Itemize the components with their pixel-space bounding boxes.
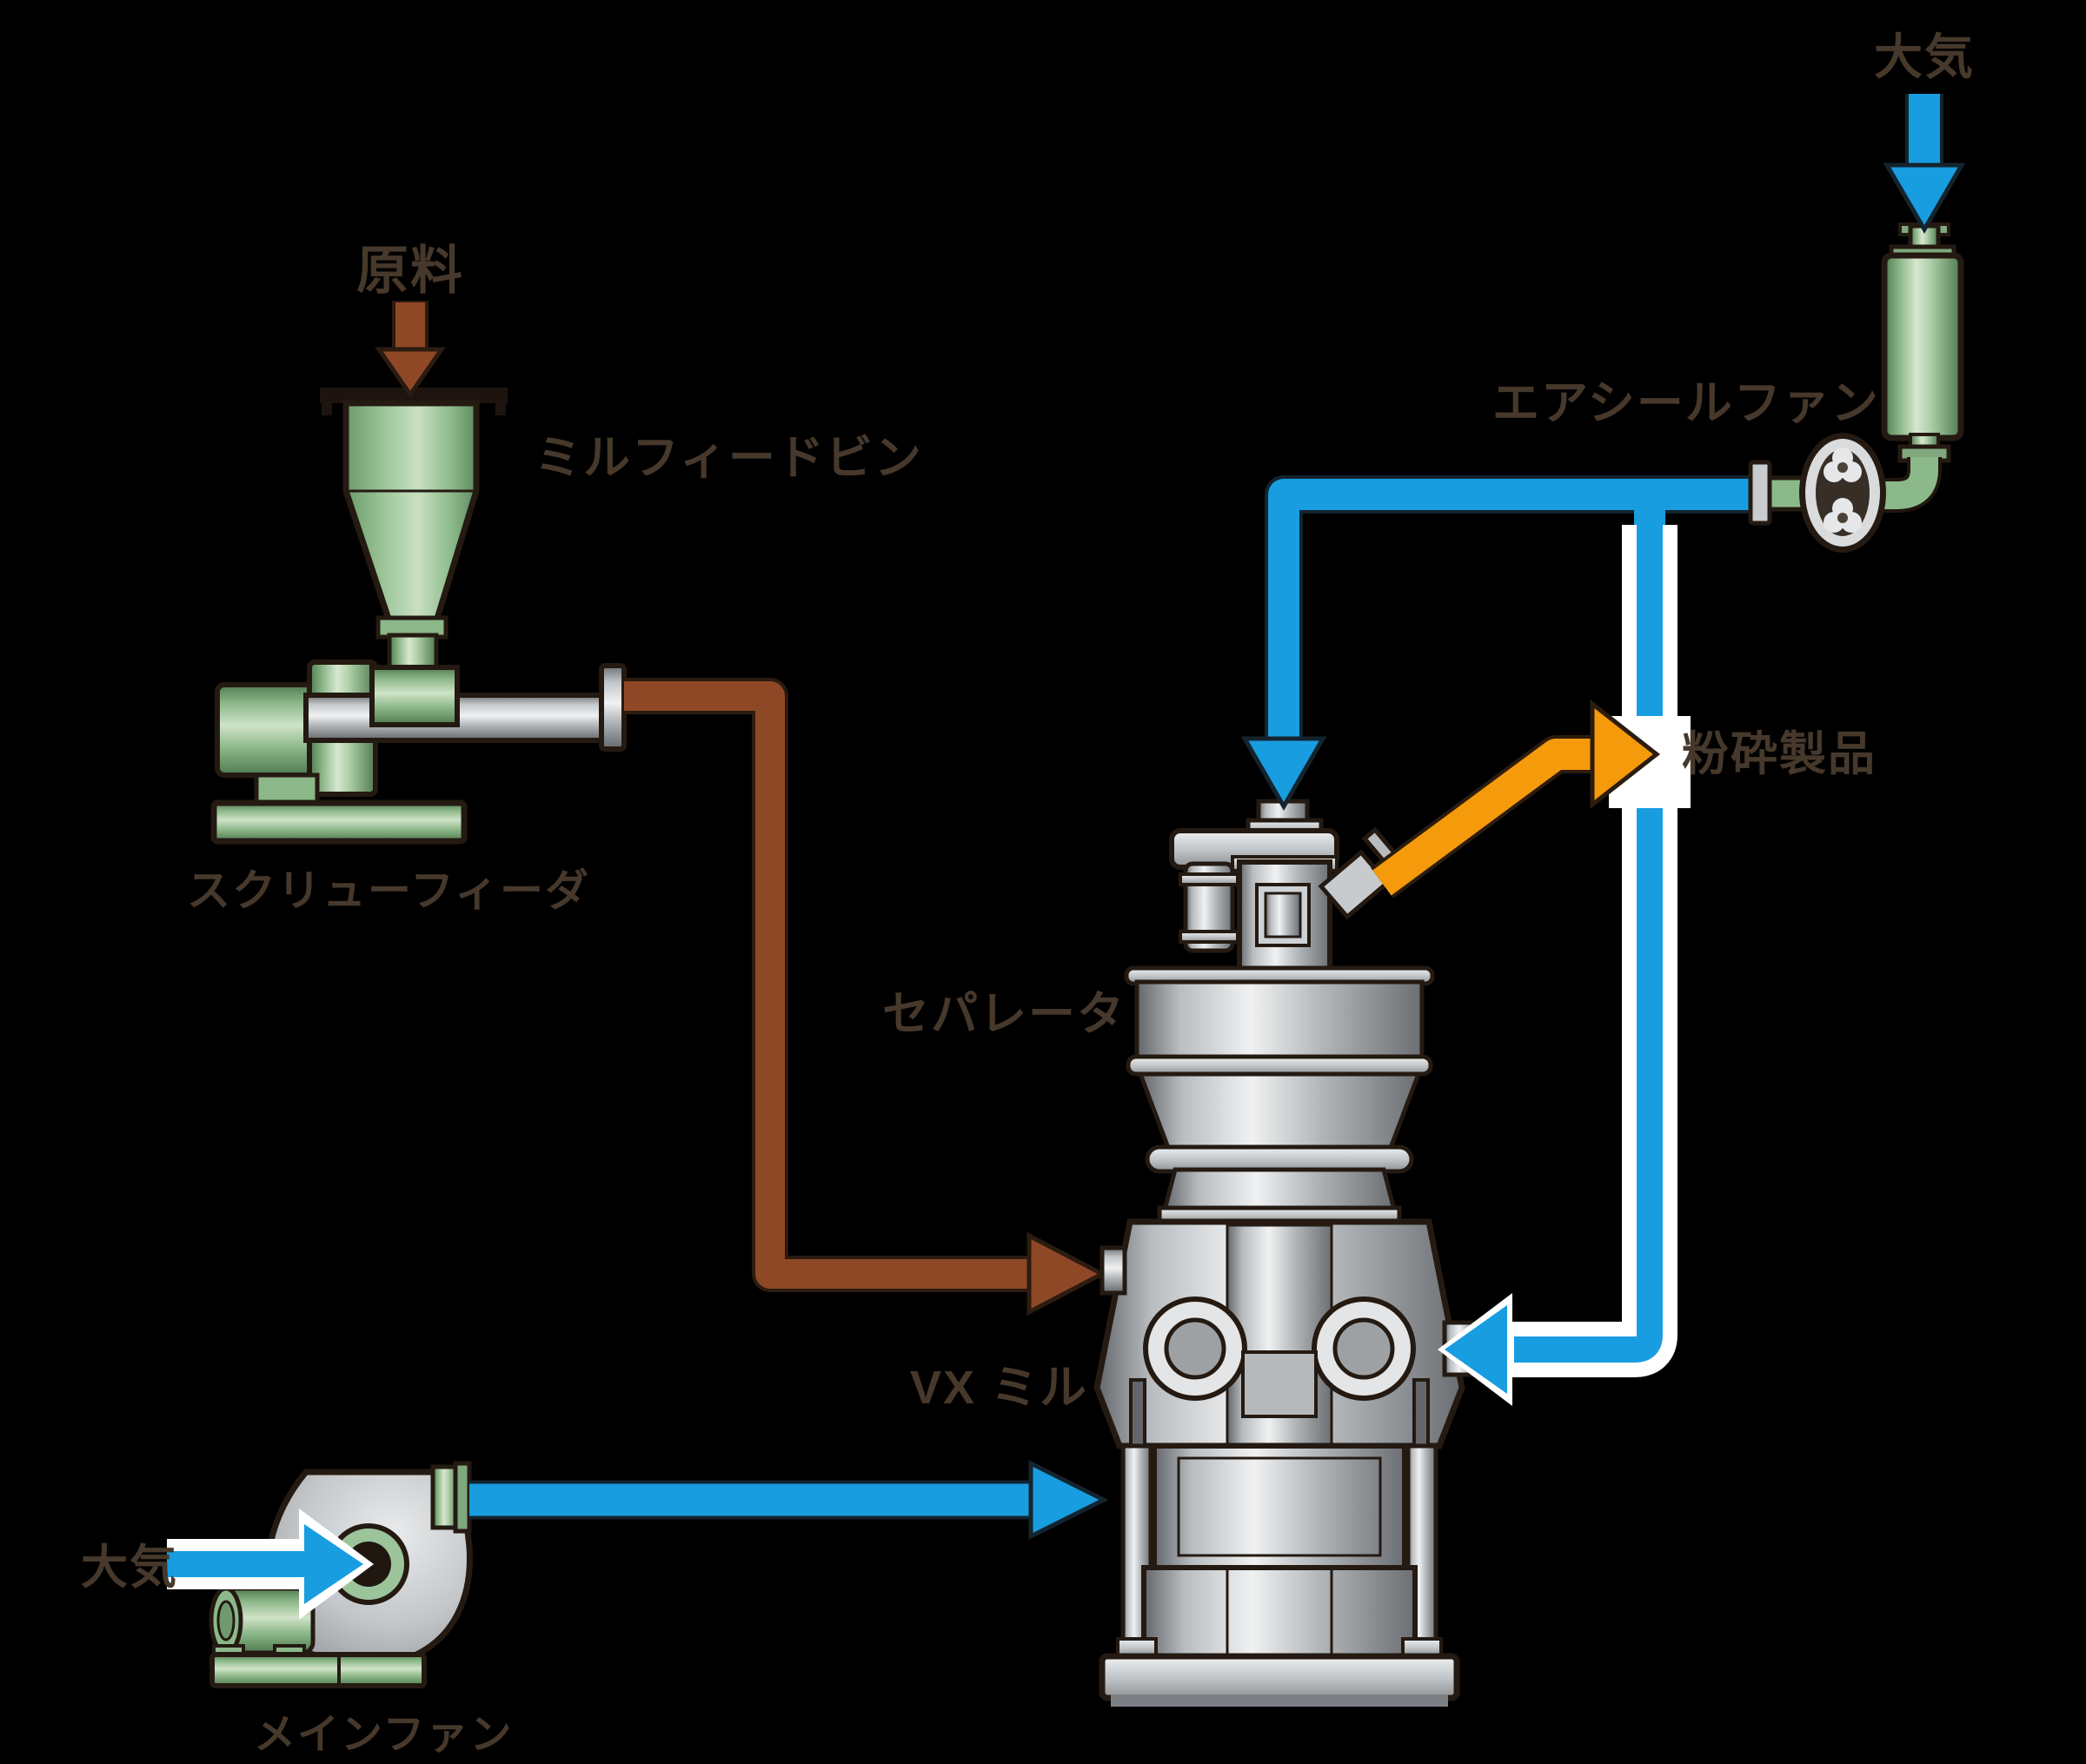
mill-base-shadow [1111, 1694, 1448, 1707]
feed-arrow-icon [1026, 1231, 1107, 1316]
diagram-labels: 原料 ミルフィードビン スクリューフィーダ セパレータ VX ミル メインファン… [81, 30, 1975, 1758]
mill-rod-left [1129, 1378, 1146, 1451]
mill-feed-bin [320, 388, 508, 678]
mill-base [1099, 1653, 1460, 1701]
separator-drum-ring [1126, 1054, 1433, 1077]
seal-air-branch [1438, 495, 1691, 1406]
product-outlet-nozzle [1318, 849, 1391, 920]
atmosphere-inlet-top [1883, 94, 1966, 234]
separator-and-mill [1093, 799, 1484, 1707]
label-separator: セパレータ [882, 988, 1126, 1040]
mill-roller-right-hub [1332, 1317, 1395, 1380]
product-pipe [1372, 739, 1596, 896]
label-pulverized-product: 粉砕製品 [1682, 728, 1877, 780]
feeder-motor [215, 682, 316, 778]
seal-pipe-white-outline [1510, 525, 1677, 1377]
column-window-inner [1264, 892, 1302, 938]
product-flow [1370, 699, 1661, 899]
separator-drum-upper [1134, 979, 1425, 1061]
mill-neck-cone [1161, 1167, 1398, 1212]
mill-air-arrow-icon [1028, 1459, 1109, 1541]
seal-arrow-icon [1445, 1305, 1507, 1394]
atmosphere-inlet-bottom [167, 1509, 374, 1620]
seal-pipe-core [1514, 525, 1663, 1363]
label-raw-material: 原料 [356, 242, 464, 300]
air-pipe [1268, 479, 1752, 740]
fan-base [209, 1652, 427, 1688]
air-flow-to-mill [469, 1459, 1109, 1541]
mill-lower-panel [1177, 1456, 1382, 1557]
separator-air-arrow-icon [1240, 736, 1327, 812]
separator-drum-lower [1137, 1071, 1422, 1155]
label-air-seal-fan: エアシールファン [1492, 377, 1880, 429]
screw-feeder [210, 660, 627, 845]
feeder-inlet-block [369, 665, 460, 727]
valve-rotor-top [1824, 448, 1862, 482]
pod-cap-bottom [1179, 930, 1239, 944]
label-mill-feed-bin: ミルフィードビン [535, 432, 923, 484]
label-atmosphere-top: 大気 [1874, 30, 1975, 84]
silencer-body [1881, 252, 1964, 441]
label-atmosphere-bottom: 大気 [81, 1542, 178, 1594]
fan-motor-endcap-inner [216, 1600, 236, 1641]
hopper-lid [320, 388, 508, 403]
label-vx-mill: VX ミル [910, 1362, 1088, 1414]
atm-arrow-icon [304, 1524, 363, 1604]
product-arrow-icon [1590, 699, 1661, 810]
fan-outlet-flange [453, 1461, 472, 1534]
feeder-outlet-flange [599, 663, 627, 752]
label-screw-feeder: スクリューフィーダ [187, 866, 590, 915]
mill-rod-right [1412, 1378, 1430, 1451]
pod-cap-top [1179, 872, 1239, 886]
feeder-base [210, 799, 468, 845]
valve-inlet-stub [1767, 475, 1805, 512]
valve-rotor-bottom [1824, 498, 1862, 533]
raw-material-arrow-icon [375, 347, 446, 399]
elbow-pipe [1884, 457, 1938, 509]
mill-center-block [1241, 1350, 1318, 1418]
hopper-body [342, 400, 480, 625]
air-flow-to-separator [1240, 475, 1752, 812]
feed-pipe-outline [624, 678, 1031, 1292]
mill-feed-port [1099, 1245, 1127, 1296]
mill-lower-drum [1152, 1443, 1407, 1570]
material-flow [375, 301, 1107, 1316]
atm-top-arrow-icon [1883, 162, 1966, 234]
valve-inlet-flange [1748, 460, 1772, 526]
label-main-fan: メインファン [254, 1712, 514, 1758]
air-pipe-outline [1265, 475, 1752, 740]
air-seal-fan-assembly [1748, 222, 1964, 553]
mill-skirt [1141, 1565, 1418, 1662]
feed-pipe [624, 681, 1031, 1289]
mill-roller-left-hub [1164, 1317, 1226, 1380]
